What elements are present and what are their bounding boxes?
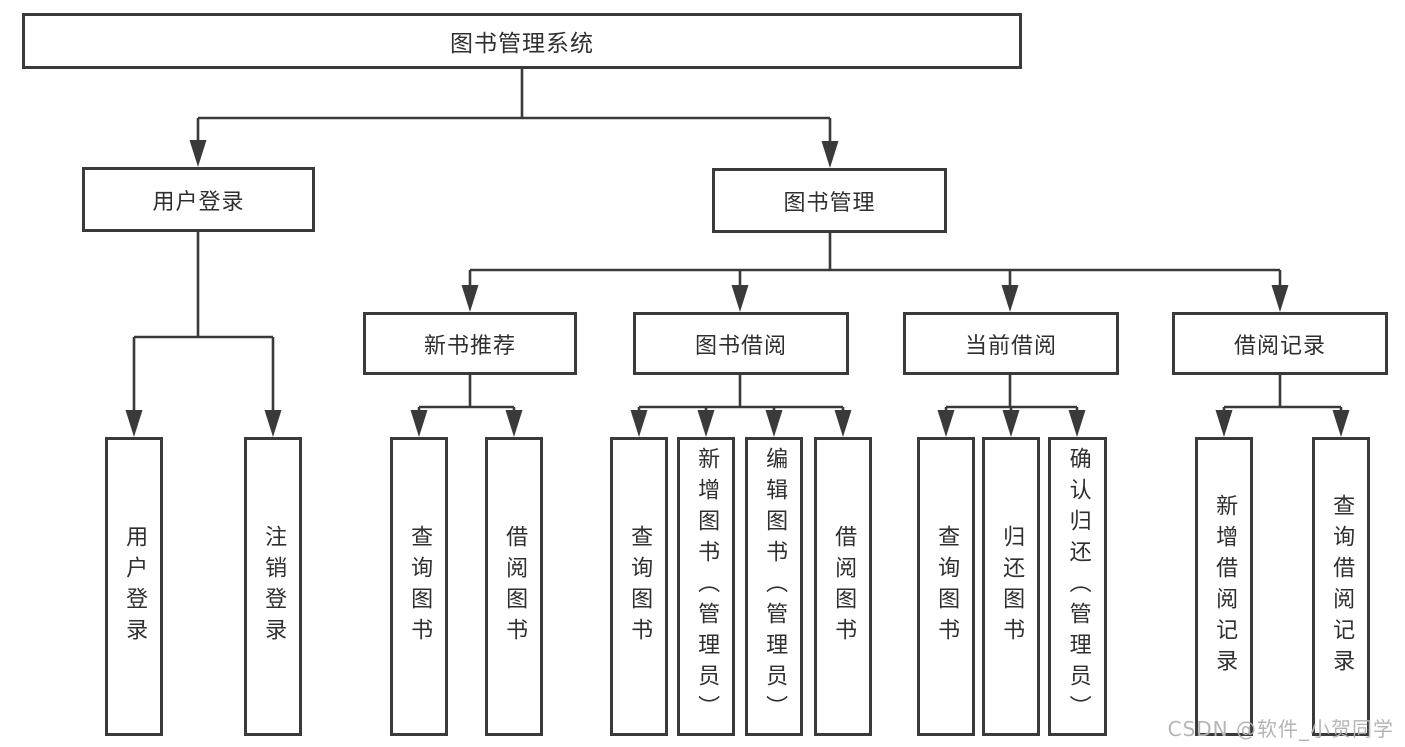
leaf-add-book-admin-label: 新增图书（管理员） bbox=[694, 447, 720, 726]
leaf-borrow-books: 借阅图书 bbox=[814, 437, 872, 736]
leaf-borrow-books-recommend-label: 借阅图书 bbox=[502, 524, 528, 649]
leaf-return-book-label: 归还图书 bbox=[999, 524, 1025, 649]
leaf-add-book-admin: 新增图书（管理员） bbox=[677, 437, 735, 736]
leaf-borrow-books-recommend: 借阅图书 bbox=[485, 437, 543, 736]
leaf-query-books-borrow: 查询图书 bbox=[610, 437, 668, 736]
leaf-query-books-current: 查询图书 bbox=[917, 437, 975, 736]
leaf-add-borrow-record-label: 新增借阅记录 bbox=[1212, 493, 1238, 680]
node-borrow-records: 借阅记录 bbox=[1172, 312, 1388, 375]
leaf-query-books-borrow-label: 查询图书 bbox=[627, 524, 653, 649]
node-book-borrow: 图书借阅 bbox=[633, 312, 849, 375]
csdn-watermark: CSDN @软件_小贺同学 bbox=[1167, 717, 1394, 741]
node-user-login: 用户登录 bbox=[82, 167, 315, 232]
leaf-return-book: 归还图书 bbox=[982, 437, 1040, 736]
node-book-management: 图书管理 bbox=[712, 168, 947, 233]
node-library-management-system: 图书管理系统 bbox=[22, 13, 1022, 69]
leaf-user-login: 用户登录 bbox=[105, 437, 163, 736]
leaf-confirm-return-admin: 确认归还（管理员） bbox=[1048, 437, 1107, 736]
leaf-query-borrow-record-label: 查询借阅记录 bbox=[1329, 493, 1355, 680]
node-current-borrow: 当前借阅 bbox=[903, 312, 1119, 375]
leaf-edit-book-admin-label: 编辑图书（管理员） bbox=[762, 447, 788, 726]
leaf-query-books-recommend: 查询图书 bbox=[390, 437, 448, 736]
leaf-confirm-return-admin-label: 确认归还（管理员） bbox=[1065, 447, 1091, 726]
leaf-user-login-label: 用户登录 bbox=[122, 524, 148, 649]
leaf-query-books-recommend-label: 查询图书 bbox=[407, 524, 433, 649]
leaf-query-books-current-label: 查询图书 bbox=[934, 524, 960, 649]
leaf-logout-label: 注销登录 bbox=[261, 524, 287, 649]
leaf-borrow-books-label: 借阅图书 bbox=[831, 524, 857, 649]
leaf-logout: 注销登录 bbox=[244, 437, 302, 736]
leaf-edit-book-admin: 编辑图书（管理员） bbox=[745, 437, 803, 736]
leaf-query-borrow-record: 查询借阅记录 bbox=[1312, 437, 1370, 736]
leaf-add-borrow-record: 新增借阅记录 bbox=[1195, 437, 1253, 736]
node-new-book-recommend: 新书推荐 bbox=[363, 312, 577, 375]
